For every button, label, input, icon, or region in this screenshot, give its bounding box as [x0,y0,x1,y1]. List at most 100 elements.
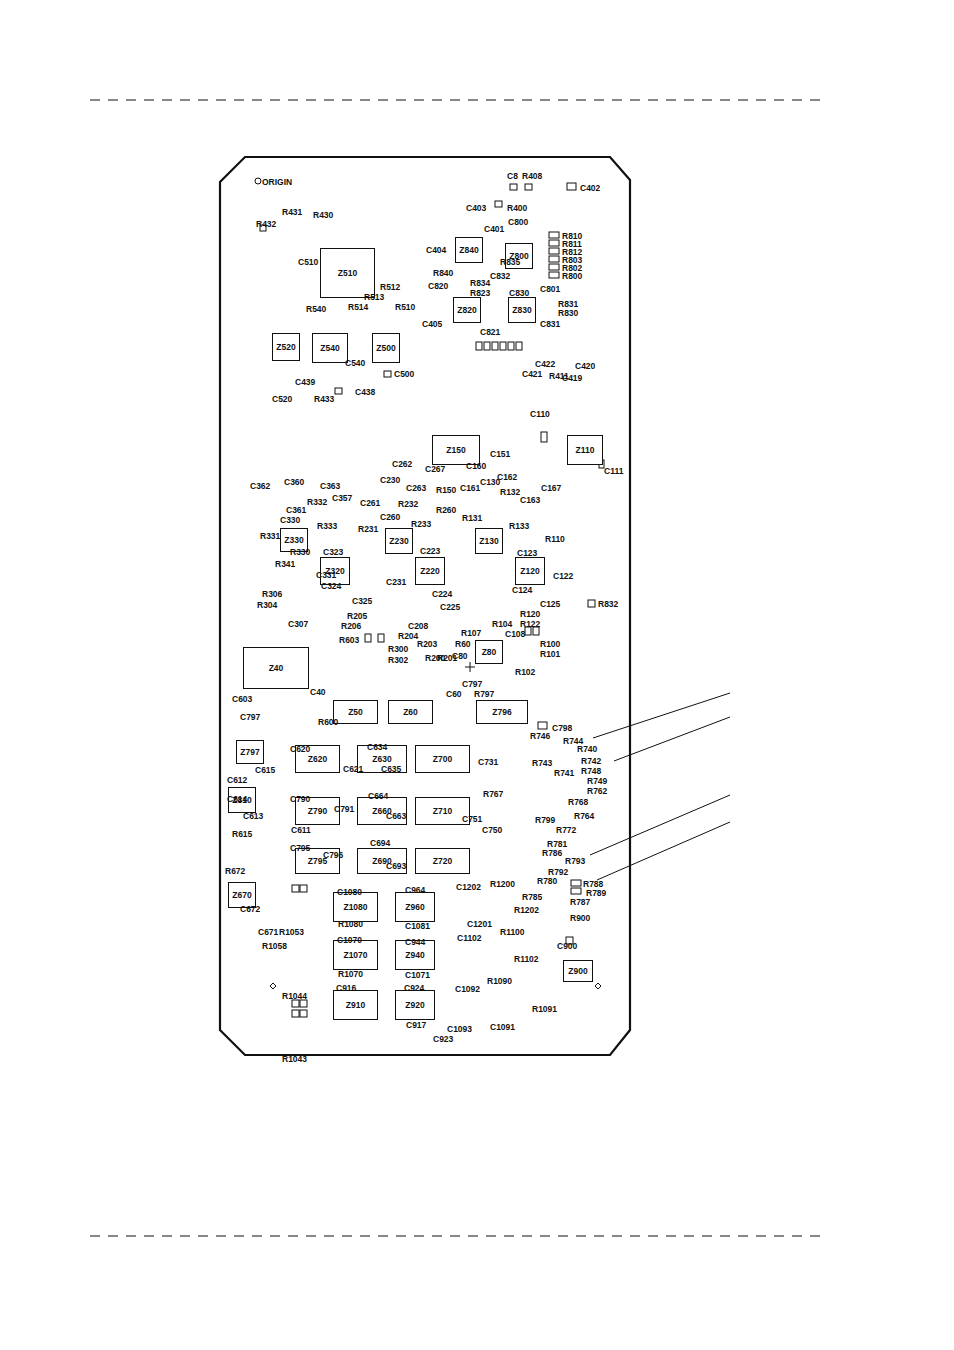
part-designator: R746 [530,732,550,741]
part-designator: R132 [500,488,520,497]
part-designator: C8 [507,172,518,181]
part-designator: C821 [480,328,500,337]
part-designator: R830 [558,309,578,318]
part-designator: C438 [355,388,375,397]
part-designator: R768 [568,798,588,807]
component-outline: Z80 [475,640,503,664]
part-designator: C422 [535,360,555,369]
part-designator: R840 [433,269,453,278]
part-designator: C110 [530,410,550,419]
component-designator: Z330 [284,536,303,545]
part-designator: R400 [507,204,527,213]
solder-pad [260,183,604,1017]
part-designator: C225 [440,603,460,612]
component-outline: Z920 [395,990,435,1020]
component-designator: Z710 [433,807,452,816]
component-designator: Z220 [420,567,439,576]
part-designator: R104 [492,620,512,629]
part-designator: C307 [288,620,308,629]
part-designator: R133 [509,522,529,531]
component-outline: Z520 [272,333,300,361]
component-outline: Z230 [385,528,413,554]
component-designator: Z920 [405,1001,424,1010]
part-designator: C916 [336,984,356,993]
part-designator: C944 [405,938,425,947]
part-designator: R1080 [338,920,363,929]
part-designator: R232 [398,500,418,509]
component-designator: Z790 [308,807,327,816]
part-designator: C751 [462,815,482,824]
component-designator: Z830 [512,306,531,315]
component-outline: Z820 [453,297,481,323]
part-designator: C208 [408,622,428,631]
component-outline: Z50 [333,700,378,724]
part-designator: R743 [532,759,552,768]
part-designator: C261 [360,499,380,508]
part-designator: R1091 [532,1005,557,1014]
component-outline: Z40 [243,647,309,689]
part-designator: R1200 [490,880,515,889]
part-designator: C361 [286,506,306,515]
part-designator: C323 [323,548,343,557]
component-outline: Z700 [415,745,470,773]
part-designator: C401 [484,225,504,234]
part-designator: R205 [347,612,367,621]
board-outline [220,157,630,1055]
part-designator: C500 [394,370,414,379]
part-designator: R762 [587,787,607,796]
part-designator: C796 [323,851,343,860]
part-designator: C125 [540,600,560,609]
part-designator: R800 [562,272,582,281]
part-designator: C330 [280,516,300,525]
part-designator: R300 [388,645,408,654]
part-designator: C540 [345,359,365,368]
part-designator: C325 [352,597,372,606]
component-outline: Z540 [312,333,348,363]
part-designator: C694 [370,839,390,848]
part-designator: R120 [520,610,540,619]
part-designator: C621 [343,765,363,774]
part-designator: C791 [334,805,354,814]
component-outline: Z840 [455,237,483,263]
component-outline: Z796 [476,700,528,724]
part-designator: R741 [554,769,574,778]
part-designator: R900 [570,914,590,923]
part-designator: C820 [428,282,448,291]
part-designator: C108 [505,630,525,639]
part-designator: R1202 [514,906,539,915]
part-designator: R772 [556,826,576,835]
part-designator: R832 [598,600,618,609]
part-designator: C635 [381,765,401,774]
part-designator: C520 [272,395,292,404]
part-designator: R740 [577,745,597,754]
component-outline: Z720 [415,848,470,874]
part-designator: R672 [225,867,245,876]
part-designator: C362 [250,482,270,491]
part-designator: C832 [490,272,510,281]
part-designator: C267 [425,465,445,474]
component-outline: Z797 [236,740,264,764]
part-designator: R835 [500,258,520,267]
part-designator: R780 [537,877,557,886]
part-designator: C1081 [405,922,430,931]
component-outline: Z960 [395,892,435,922]
part-designator: C1080 [337,888,362,897]
part-designator: R823 [470,289,490,298]
part-designator: R330 [290,548,310,557]
component-outline: Z1070 [333,940,378,970]
part-designator: C798 [552,724,572,733]
part-designator: C40 [310,688,326,697]
part-designator: C731 [478,758,498,767]
component-outline: Z500 [372,333,400,363]
part-designator: C693 [386,862,406,871]
part-designator: C672 [240,905,260,914]
part-designator: R100 [540,640,560,649]
component-designator: Z40 [269,664,284,673]
component-designator: Z820 [457,306,476,315]
part-designator: R1090 [487,977,512,986]
part-designator: R1102 [514,955,539,964]
part-designator: C613 [243,812,263,821]
part-designator: R150 [436,486,456,495]
part-designator: C664 [368,792,388,801]
